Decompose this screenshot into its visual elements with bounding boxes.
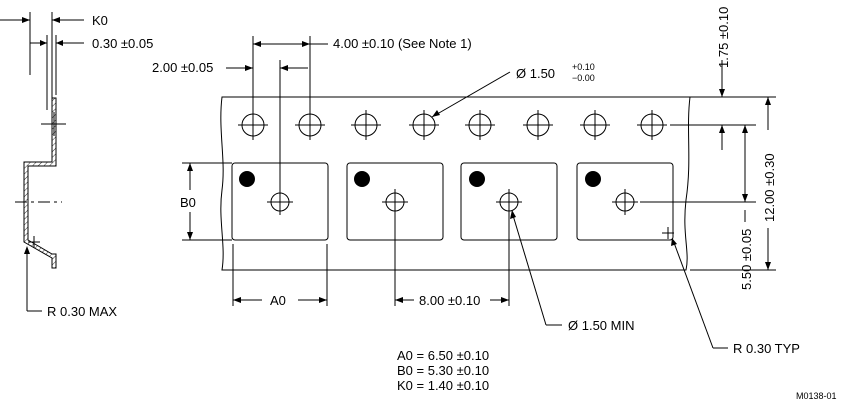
corner-radius-typ-label: R 0.30 TYP [733,341,800,356]
tape-profile [23,97,57,269]
tape-width-label: 12.00 ±0.30 [762,153,777,222]
dim-k0: K0 = 1.40 ±0.10 [397,378,489,393]
a0-label: A0 [270,293,286,308]
sprocket-holes [238,110,667,140]
center-offset-label: 5.50 ±0.05 [739,229,754,290]
thickness-label: 0.30 ±0.05 [92,36,153,51]
k0-label: K0 [92,13,108,28]
pocket-pitch-label: 8.00 ±0.10 [419,293,480,308]
sprocket-diameter-label: Ø 1.50 [516,66,555,81]
sprocket-diameter-minus: −0.00 [572,73,595,83]
pockets [231,162,674,241]
sprocket-diameter-plus: +0.10 [572,62,595,72]
sprocket-pitch-label: 4.00 ±0.10 (See Note 1) [333,36,472,51]
tape-outline [220,96,691,271]
pocket-hole-label: Ø 1.50 MIN [568,318,634,333]
sprocket-offset-label: 2.00 ±0.05 [152,60,213,75]
pin1-marker [585,171,601,187]
tape-top-view: 4.00 ±0.10 (See Note 1) 2.00 ±0.05 Ø 1.5… [152,7,800,356]
b0-label: B0 [180,195,196,210]
corner-radius-max-label: R 0.30 MAX [47,304,117,319]
pin1-marker [469,171,485,187]
dim-a0: A0 = 6.50 ±0.10 [397,348,489,363]
pin1-marker [239,171,255,187]
figure-id: M0138-01 [796,391,837,401]
cross-section-view: K0 0.30 ±0.05 R 0.30 MAX [0,12,153,319]
pin1-marker [354,171,370,187]
dim-b0: B0 = 5.30 ±0.10 [397,363,489,378]
edge-to-hole-label: 1.75 ±0.10 [716,7,731,68]
dimensions-table: A0 = 6.50 ±0.10 B0 = 5.30 ±0.10 K0 = 1.4… [397,348,489,393]
